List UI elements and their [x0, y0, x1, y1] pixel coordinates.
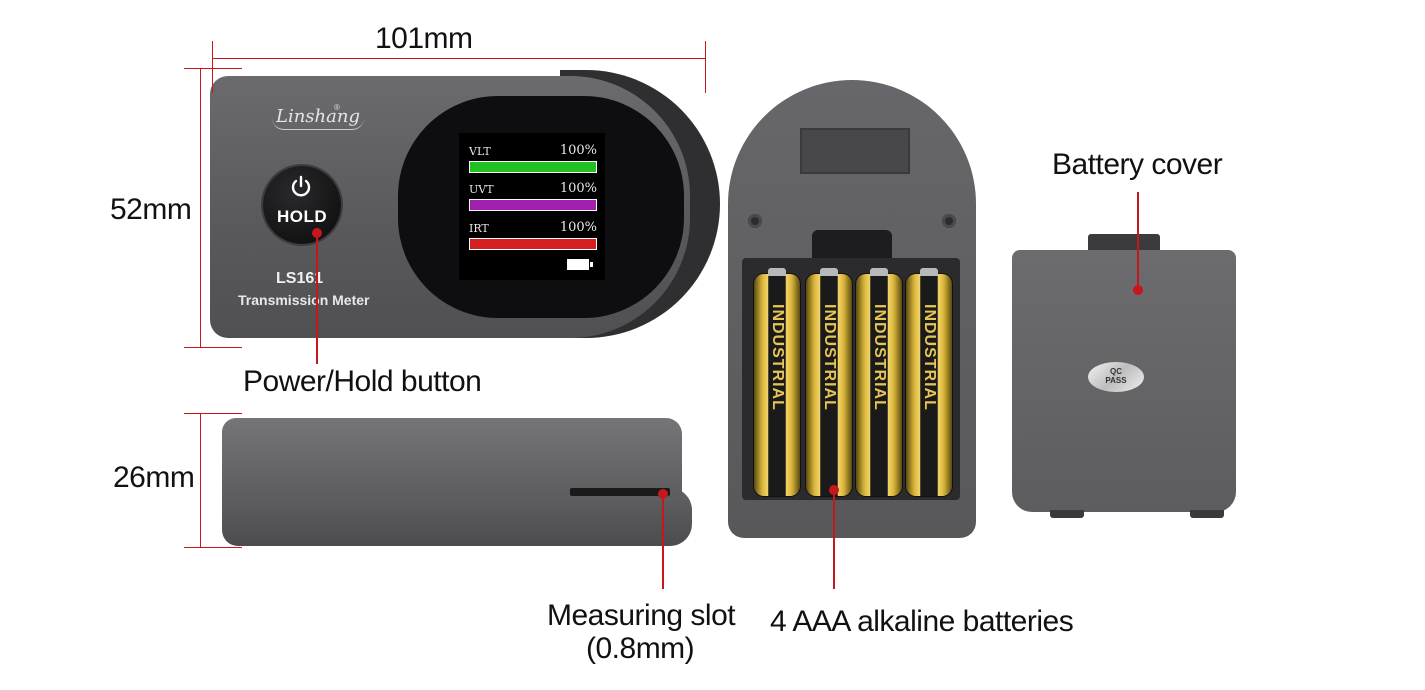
- lcd-row-value: 100%: [559, 143, 597, 158]
- pass-text: PASS: [1105, 376, 1127, 385]
- measuring-slot-size: (0.8mm): [586, 632, 695, 665]
- aaa-battery: INDUSTRIAL: [856, 268, 902, 496]
- slot-callout-line: [662, 493, 664, 589]
- battery-terminal: [870, 268, 888, 276]
- width-dim-tick-left: [212, 41, 213, 93]
- width-dimension: 101mm: [375, 22, 473, 55]
- lcd-row-vlt: VLT 100%: [469, 143, 597, 173]
- depth-dim-tick-top: [184, 413, 242, 414]
- depth-dim-tick-bottom: [184, 547, 242, 548]
- lcd-row-label: VLT: [469, 145, 491, 158]
- power-hold-callout: Power/Hold button: [243, 365, 482, 398]
- height-dim-tick-bottom: [184, 347, 242, 348]
- width-dim-tick-right: [705, 41, 706, 93]
- lcd-row-label: UVT: [469, 183, 494, 196]
- width-dim-line: [212, 58, 706, 59]
- battery-cover-callout: Battery cover: [1052, 148, 1223, 181]
- measuring-slot-callout: Measuring slot: [547, 599, 736, 632]
- depth-dimension: 26mm: [113, 461, 195, 494]
- batteries-callout: 4 AAA alkaline batteries: [770, 605, 1074, 638]
- height-dim-tick-top: [184, 68, 242, 69]
- back-label-window: [800, 128, 910, 174]
- irt-level-bar: [469, 238, 597, 250]
- battery-callout-line: [833, 489, 835, 589]
- cover-foot-left: [1050, 510, 1084, 518]
- battery-terminal: [768, 268, 786, 276]
- uvt-level-bar: [469, 199, 597, 211]
- cover-callout-dot: [1133, 285, 1143, 295]
- battery-contacts: [812, 230, 892, 258]
- cover-callout-line: [1137, 192, 1139, 288]
- model-name: LS161: [276, 270, 324, 287]
- screw-left: [748, 214, 762, 228]
- height-dim-line: [200, 68, 201, 348]
- height-dimension: 52mm: [110, 193, 192, 226]
- measuring-slot: [570, 488, 670, 496]
- qc-pass-sticker: QC PASS: [1088, 362, 1144, 392]
- lcd-screen: VLT 100% UVT 100% IRT 100%: [459, 133, 605, 280]
- hold-label: HOLD: [277, 207, 328, 226]
- aaa-battery: INDUSTRIAL: [754, 268, 800, 496]
- brand-logo: Linshang: [272, 106, 364, 130]
- battery-level-icon: [567, 259, 593, 270]
- battery-terminal: [920, 268, 938, 276]
- lcd-row-value: 100%: [559, 220, 597, 235]
- battery-brand: INDUSTRIAL: [871, 304, 888, 411]
- side-device-top: [222, 418, 682, 498]
- battery-brand: INDUSTRIAL: [769, 304, 786, 411]
- aaa-battery: INDUSTRIAL: [806, 268, 852, 496]
- depth-dim-line: [200, 413, 201, 548]
- power-callout-line: [316, 232, 318, 364]
- battery-brand: INDUSTRIAL: [821, 304, 838, 411]
- aaa-battery: INDUSTRIAL: [906, 268, 952, 496]
- device-subtitle: Transmission Meter: [238, 292, 370, 308]
- lcd-row-uvt: UVT 100%: [469, 181, 597, 211]
- power-icon: [291, 175, 311, 197]
- vlt-level-bar: [469, 161, 597, 173]
- lcd-row-label: IRT: [469, 222, 489, 235]
- registered-mark: ®: [334, 103, 340, 112]
- screw-right: [942, 214, 956, 228]
- battery-terminal: [820, 268, 838, 276]
- lcd-row-irt: IRT 100%: [469, 220, 597, 250]
- lcd-row-value: 100%: [559, 181, 597, 196]
- cover-foot-right: [1190, 510, 1224, 518]
- battery-brand: INDUSTRIAL: [921, 304, 938, 411]
- qc-text: QC: [1110, 367, 1122, 377]
